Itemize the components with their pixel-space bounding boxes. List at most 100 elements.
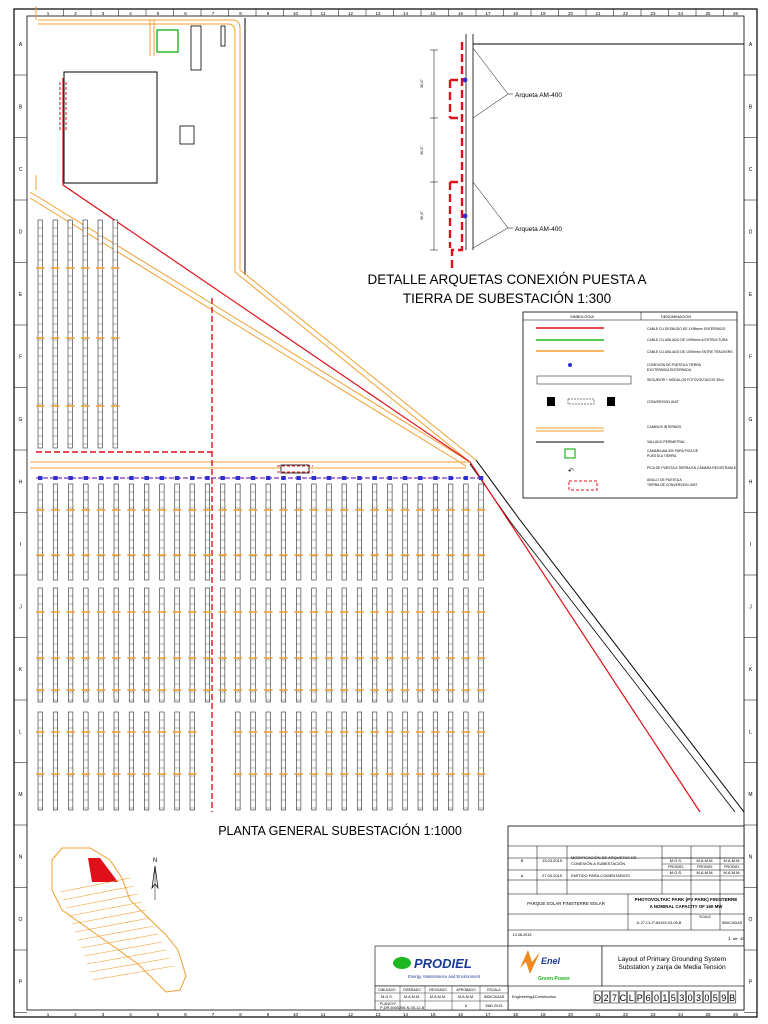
col-mark-bottom: 11 bbox=[321, 1012, 326, 1017]
col-mark-top: 22 bbox=[623, 11, 629, 16]
row-mark-right: H bbox=[749, 480, 753, 486]
svg-text:DISEÑADO: DISEÑADO bbox=[403, 987, 421, 992]
col-mark-bottom: 1 bbox=[47, 1012, 50, 1017]
title-block: B 13.03.2015 MODIFICACIÓN DE ARQUETAS DE… bbox=[374, 825, 745, 1011]
pv-tracker bbox=[112, 219, 118, 449]
pv-tracker bbox=[235, 587, 241, 703]
row-mark-left: K bbox=[19, 667, 23, 673]
doc-number-char: L bbox=[629, 993, 634, 1003]
rev-0-desc1: MODIFICACIÓN DE ARQUETAS DE bbox=[571, 855, 637, 860]
row-mark-right: K bbox=[749, 667, 753, 673]
doc-number-box bbox=[610, 990, 619, 1004]
col-mark-top: 9 bbox=[267, 11, 270, 16]
legend-item-4: EXOTÉRMICA ENTERRADA bbox=[647, 367, 692, 372]
doc-number-char: 9 bbox=[721, 993, 726, 1003]
row-mark-left: O bbox=[19, 917, 23, 923]
col-mark-top: 25 bbox=[705, 11, 711, 16]
doc-number-box bbox=[652, 990, 661, 1004]
doc-number-char: 3 bbox=[679, 993, 684, 1003]
pv-tracker bbox=[265, 711, 271, 811]
col-mark-bottom: 10 bbox=[293, 1012, 299, 1017]
col-mark-top: 10 bbox=[293, 11, 299, 16]
code-small: D-27-CL-P-60153-03-05-B bbox=[637, 921, 682, 925]
pv-tracker bbox=[37, 587, 43, 703]
svg-text:PRODIEL: PRODIEL bbox=[668, 865, 684, 869]
col-mark-top: 20 bbox=[568, 11, 574, 16]
pv-tracker bbox=[296, 711, 302, 811]
engineering-label: Engineering&Construction bbox=[512, 995, 556, 999]
dim-3: 36,47 bbox=[420, 211, 424, 220]
earth-rod-pit-bottom bbox=[462, 213, 468, 219]
pv-tracker bbox=[387, 587, 393, 703]
doc-number-char: D bbox=[594, 993, 601, 1003]
pv-tracker-rows bbox=[36, 219, 486, 811]
col-mark-bottom: 15 bbox=[430, 1012, 436, 1017]
row-mark-right: P bbox=[749, 980, 753, 986]
pv-tracker bbox=[372, 711, 378, 811]
doc-number-box bbox=[593, 990, 602, 1004]
svg-text:M.A.M.M.: M.A.M.M. bbox=[430, 995, 446, 999]
svg-text:6: 6 bbox=[465, 1004, 467, 1008]
col-mark-bottom: 14 bbox=[403, 1012, 409, 1017]
doc-number-char: 0 bbox=[688, 993, 693, 1003]
pv-tracker bbox=[326, 587, 332, 703]
row-mark-right: B bbox=[749, 105, 753, 111]
doc-number-box bbox=[702, 990, 711, 1004]
svg-text:ESCALA: ESCALA bbox=[487, 988, 501, 992]
pv-tracker bbox=[37, 219, 43, 449]
col-mark-top: 21 bbox=[595, 11, 601, 16]
row-mark-right: M bbox=[748, 792, 752, 798]
pv-tracker bbox=[280, 587, 286, 703]
col-mark-top: 5 bbox=[157, 11, 160, 16]
doc-number-char: 6 bbox=[646, 993, 651, 1003]
pv-tracker bbox=[417, 587, 423, 703]
col-mark-top: 18 bbox=[513, 11, 519, 16]
border-grid-marks: 1122334455667788991010111112121313141415… bbox=[14, 9, 757, 1017]
pv-tracker bbox=[220, 587, 226, 703]
prodiel-logo-icon bbox=[393, 957, 411, 969]
pv-tracker bbox=[250, 711, 256, 811]
pv-tracker bbox=[128, 711, 134, 811]
doc-number-char: 1 bbox=[662, 993, 667, 1003]
svg-text:PRODIEL: PRODIEL bbox=[697, 865, 713, 869]
col-mark-top: 3 bbox=[102, 11, 105, 16]
grounding-detail: 36,47 36,47 36,47 Arqueta AM-400 Arqueta… bbox=[420, 34, 744, 268]
row-mark-left: L bbox=[19, 730, 22, 736]
pv-tracker bbox=[97, 219, 103, 449]
col-mark-top: 4 bbox=[129, 11, 132, 16]
svg-text:APROBADO: APROBADO bbox=[456, 988, 476, 992]
col-mark-top: 15 bbox=[430, 11, 436, 16]
rev-0-approved: M.A.M.M. bbox=[723, 858, 740, 863]
pv-tracker bbox=[448, 587, 454, 703]
pv-tracker bbox=[68, 711, 74, 811]
legend-item-7: CAMINOS INTERNOS bbox=[647, 425, 682, 429]
pv-tracker bbox=[448, 711, 454, 811]
rev-1-desc1: EMITIDO PARA COMENTARIOS bbox=[571, 873, 630, 878]
row-mark-left: M bbox=[18, 792, 22, 798]
row-mark-right: G bbox=[749, 417, 753, 423]
row-mark-left: D bbox=[19, 230, 23, 236]
detail-red-cable bbox=[450, 40, 464, 268]
drawing-title-1: Layout of Primary Grounding System bbox=[618, 956, 727, 963]
col-mark-bottom: 20 bbox=[568, 1012, 574, 1017]
pv-tracker bbox=[356, 587, 362, 703]
doc-number-box bbox=[618, 990, 627, 1004]
svg-text:PRODIEL: PRODIEL bbox=[724, 865, 740, 869]
legend-col-symbol: SIMBOLOGIA bbox=[570, 315, 594, 319]
doc-number-char: 0 bbox=[704, 993, 709, 1003]
row-mark-left: I bbox=[20, 542, 21, 548]
pv-tracker bbox=[204, 587, 210, 703]
col-mark-bottom: 12 bbox=[348, 1012, 354, 1017]
row-mark-right: D bbox=[749, 230, 753, 236]
doc-number-char: 3 bbox=[696, 993, 701, 1003]
pv-tracker bbox=[432, 587, 438, 703]
col-mark-top: 7 bbox=[212, 11, 215, 16]
pv-tracker bbox=[159, 711, 165, 811]
pv-tracker bbox=[341, 587, 347, 703]
col-mark-bottom: 4 bbox=[129, 1012, 132, 1017]
doc-number-box bbox=[644, 990, 653, 1004]
svg-text:MAY.2015: MAY.2015 bbox=[486, 1004, 503, 1008]
svg-text:M.A.M.M.: M.A.M.M. bbox=[404, 995, 420, 999]
doc-number-box bbox=[719, 990, 728, 1004]
